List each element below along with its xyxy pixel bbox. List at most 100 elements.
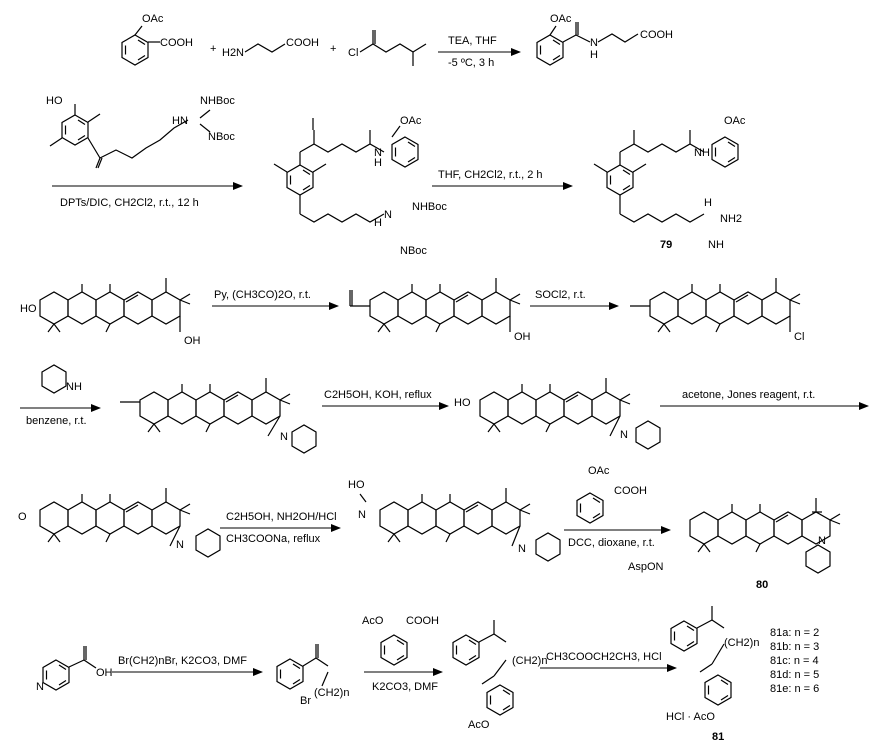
asp-oac-label: OAc [588, 465, 610, 477]
oleanolic-acid-structure [39, 277, 191, 333]
p79-nh-label: NH [708, 239, 724, 251]
diester-aco-label: AcO [468, 719, 490, 731]
asp-cooh-label: COOH [614, 485, 647, 497]
ka-n-label: N [176, 539, 184, 551]
cond-hydroxylamine: C2H5OH, NH2OH/HCl [226, 511, 337, 523]
aspirin-reagent-2 [380, 634, 408, 666]
compound-79-label: 79 [660, 239, 672, 251]
diester-intermediate [452, 620, 514, 716]
compound-79-structure [593, 130, 739, 223]
hydroxy-amide-structure [479, 377, 661, 450]
cond-dpts-dic: DPTs/DIC, CH2Cl2, r.t., 12 h [60, 197, 199, 209]
chloroformate-chain [359, 43, 414, 66]
ha-ho-label: HO [454, 397, 471, 409]
acetyl-amide-structure [120, 377, 317, 454]
asp-on-label: AspON [628, 561, 664, 573]
nicotinic-oh-label: OH [96, 667, 113, 679]
p1-n-label: N [590, 37, 598, 49]
series-item: 81e: n = 6 [770, 683, 819, 695]
plus-sign-2: + [330, 43, 336, 55]
ketone-o-label: O [18, 511, 27, 523]
row1-product [536, 22, 639, 66]
series-item: 81d: n = 5 [770, 669, 819, 681]
r1-cl-label: Cl [348, 47, 358, 59]
cond-socl2: SOCl2, r.t. [535, 289, 586, 301]
p1-oac-label: OAc [550, 13, 572, 25]
cond-jones: acetone, Jones reagent, r.t. [682, 389, 815, 401]
mid-hn-label: N [384, 209, 392, 221]
r6-cooh-label: COOH [406, 615, 439, 627]
p79-oac-label: OAc [724, 115, 746, 127]
pyridine-n-label: N [36, 681, 44, 693]
acetyl-oa-structure [349, 277, 521, 333]
oa-ho-label: HO [20, 303, 37, 315]
r1-h2n-label: H2N [222, 47, 244, 59]
mid-nboc-label: NBoc [400, 245, 427, 257]
oxime-ho-label: HO [348, 479, 365, 491]
cond-koh-reflux: C2H5OH, KOH, reflux [324, 389, 432, 401]
ch2n-label-2: (CH2)n [512, 655, 547, 667]
acid-chloride-structure [630, 277, 801, 333]
c80-n-label: N [818, 535, 826, 547]
mid-n-label: N [374, 147, 382, 159]
cond-pyridine-ac2o: Py, (CH3CO)2O, r.t. [214, 289, 311, 301]
p1-cooh-label: COOH [640, 29, 673, 41]
hcl-aco-label: HCl · AcO [666, 711, 715, 723]
cond-k2co3: K2CO3, DMF [372, 681, 438, 693]
oa-oh-label: OH [184, 335, 201, 347]
cond-acetate: CH3COONa, reflux [226, 533, 321, 545]
p79-nh2-label: NH2 [720, 213, 742, 225]
beta-alanine-chain [244, 43, 286, 53]
mid-h-label: H [374, 157, 382, 169]
bromoalkyl-ester-structure [276, 644, 329, 690]
mid-oac-label: OAc [400, 115, 422, 127]
series-item: 81b: n = 3 [770, 641, 819, 653]
cond-temp: -5 ºC, 3 h [448, 57, 494, 69]
compound-81-structure [670, 606, 732, 706]
coupled-intermediate [273, 118, 419, 223]
mid-nhboc-label: NHBoc [412, 201, 447, 213]
ketone-amide-structure [39, 487, 221, 558]
series-item: 81c: n = 4 [770, 655, 819, 667]
r1-oac-label: OAc [142, 13, 164, 25]
oxime-n-label: N [358, 509, 366, 521]
amide-n-label: N [280, 431, 288, 443]
r1-cooh-label: COOH [160, 37, 193, 49]
nh-label: NH [66, 381, 82, 393]
acyl-cl-label: Cl [794, 331, 804, 343]
plus-sign: + [210, 43, 216, 55]
p79-n-label: NH [694, 147, 710, 159]
cond-thf-dcm: THF, CH2Cl2, r.t., 2 h [438, 169, 543, 181]
ch2n-label-1: (CH2)n [314, 687, 349, 699]
cond-ethyl-acetate-hcl: CH3COOCH2CH3, HCl [546, 651, 662, 663]
cond-dibromoalkane: Br(CH2)nBr, K2CO3, DMF [118, 655, 247, 667]
r1-cooh2-label: COOH [286, 37, 319, 49]
nhboc-label: NHBoc [200, 95, 235, 107]
br-label: Br [300, 695, 311, 707]
series-item: 81a: n = 2 [770, 627, 819, 639]
syringic-guanidine-ester [49, 104, 211, 169]
nicotinic-acid-structure [42, 646, 97, 691]
ch2n-label-3: (CH2)n [724, 637, 759, 649]
ha-n-label: N [620, 429, 628, 441]
ho-label: HO [46, 95, 63, 107]
nboc-label: NBoc [208, 131, 235, 143]
aspirin-reagent [576, 492, 604, 524]
morpholine-reagent [41, 364, 67, 394]
cond-benzene: benzene, r.t. [26, 415, 87, 427]
cond-tea-thf: TEA, THF [448, 35, 497, 47]
oxime-amide-structure [359, 487, 561, 562]
acoa-oh-label: OH [514, 331, 531, 343]
compound-81-label: 81 [712, 731, 724, 743]
compound-81-series: 81a: n = 2 81b: n = 3 81c: n = 4 81d: n = 5… [770, 627, 819, 695]
hn-label: HN [172, 115, 188, 127]
p1-h-label: H [590, 49, 598, 61]
r6-aco-label: AcO [362, 615, 384, 627]
p79-h-label: H [704, 197, 712, 209]
compound-80-structure [689, 497, 841, 574]
row1-salicylic-acetyl [121, 25, 160, 66]
oa2-n-label: N [518, 543, 526, 555]
cond-dcc: DCC, dioxane, r.t. [568, 537, 655, 549]
mid-hh-label: H [374, 217, 382, 229]
